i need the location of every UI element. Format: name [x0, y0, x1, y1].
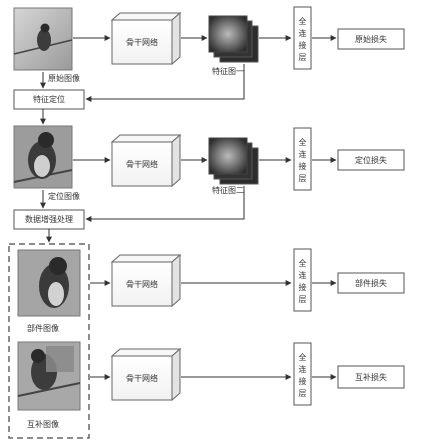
loss-localization-box	[337, 149, 405, 171]
svg-text:连: 连	[299, 28, 307, 38]
arrow-feature2-to-augment	[85, 186, 245, 222]
fc-layer-1	[293, 6, 312, 70]
feature-map-2-label: 特征图二	[212, 185, 244, 195]
feature-map-1-label: 特征图一	[212, 66, 244, 76]
loss-complement: 互补损失	[355, 372, 387, 382]
row-part: 部件图像 骨干网络 全 连 接 层 部件损失	[17, 248, 405, 333]
augmented-images-group	[8, 243, 90, 439]
svg-text:全: 全	[299, 137, 307, 147]
svg-text:层: 层	[299, 295, 307, 304]
backbone-label-3: 骨干网络	[126, 279, 158, 289]
localized-image-label: 定位图像	[48, 191, 80, 201]
svg-text:层: 层	[299, 174, 307, 183]
svg-text:接: 接	[299, 282, 307, 292]
fc-layer-3	[293, 248, 312, 312]
fc-layer-2	[293, 127, 312, 191]
feature-map-2	[208, 137, 259, 185]
original-image-bird	[37, 29, 51, 51]
svg-text:连: 连	[299, 149, 307, 159]
svg-text:连: 连	[299, 270, 307, 280]
backbone-label-2: 骨干网络	[126, 159, 158, 169]
svg-text:接: 接	[299, 40, 307, 50]
data-augment-label: 数据增强处理	[25, 214, 73, 224]
arrow-feature1-to-localize	[85, 64, 245, 102]
svg-text:全: 全	[299, 16, 307, 26]
loss-original-box	[337, 28, 405, 50]
svg-text:层: 层	[299, 389, 307, 398]
svg-text:接: 接	[299, 376, 307, 386]
loss-part: 部件损失	[355, 278, 387, 288]
backbone-cube-3: 骨干网络	[110, 253, 182, 308]
svg-text:全: 全	[299, 258, 307, 268]
svg-text:全: 全	[299, 352, 307, 362]
backbone-label-1: 骨干网络	[126, 37, 158, 47]
svg-text:层: 层	[299, 53, 307, 62]
row-original: 原始图像 骨干网络 特征图一 全 连 接 层 原始损失	[13, 6, 405, 83]
complement-image-label: 互补图像	[27, 419, 59, 429]
original-image-label: 原始图像	[48, 73, 80, 83]
loss-localization: 定位损失	[355, 155, 387, 165]
row-localized: 定位图像 骨干网络 特征图二 全 连 接 层 定位损失	[13, 125, 405, 201]
backbone-label-4: 骨干网络	[126, 373, 158, 383]
part-image-label: 部件图像	[27, 323, 59, 333]
feature-localize-box	[13, 89, 85, 110]
backbone-cube-2: 骨干网络	[110, 133, 182, 188]
row-complement: 互补图像 骨干网络 全 连 接 层 互补损失	[17, 341, 405, 429]
svg-text:接: 接	[299, 161, 307, 171]
backbone-cube-4: 骨干网络	[110, 347, 182, 402]
loss-original: 原始损失	[355, 34, 387, 44]
feature-localize-label: 特征定位	[33, 94, 65, 104]
backbone-cube-1: 骨干网络	[110, 11, 182, 66]
fc-layer-4	[293, 342, 312, 406]
feature-map-1	[208, 15, 259, 63]
loss-part-box	[337, 272, 405, 294]
loss-complement-box	[337, 365, 405, 389]
svg-text:连: 连	[299, 364, 307, 374]
